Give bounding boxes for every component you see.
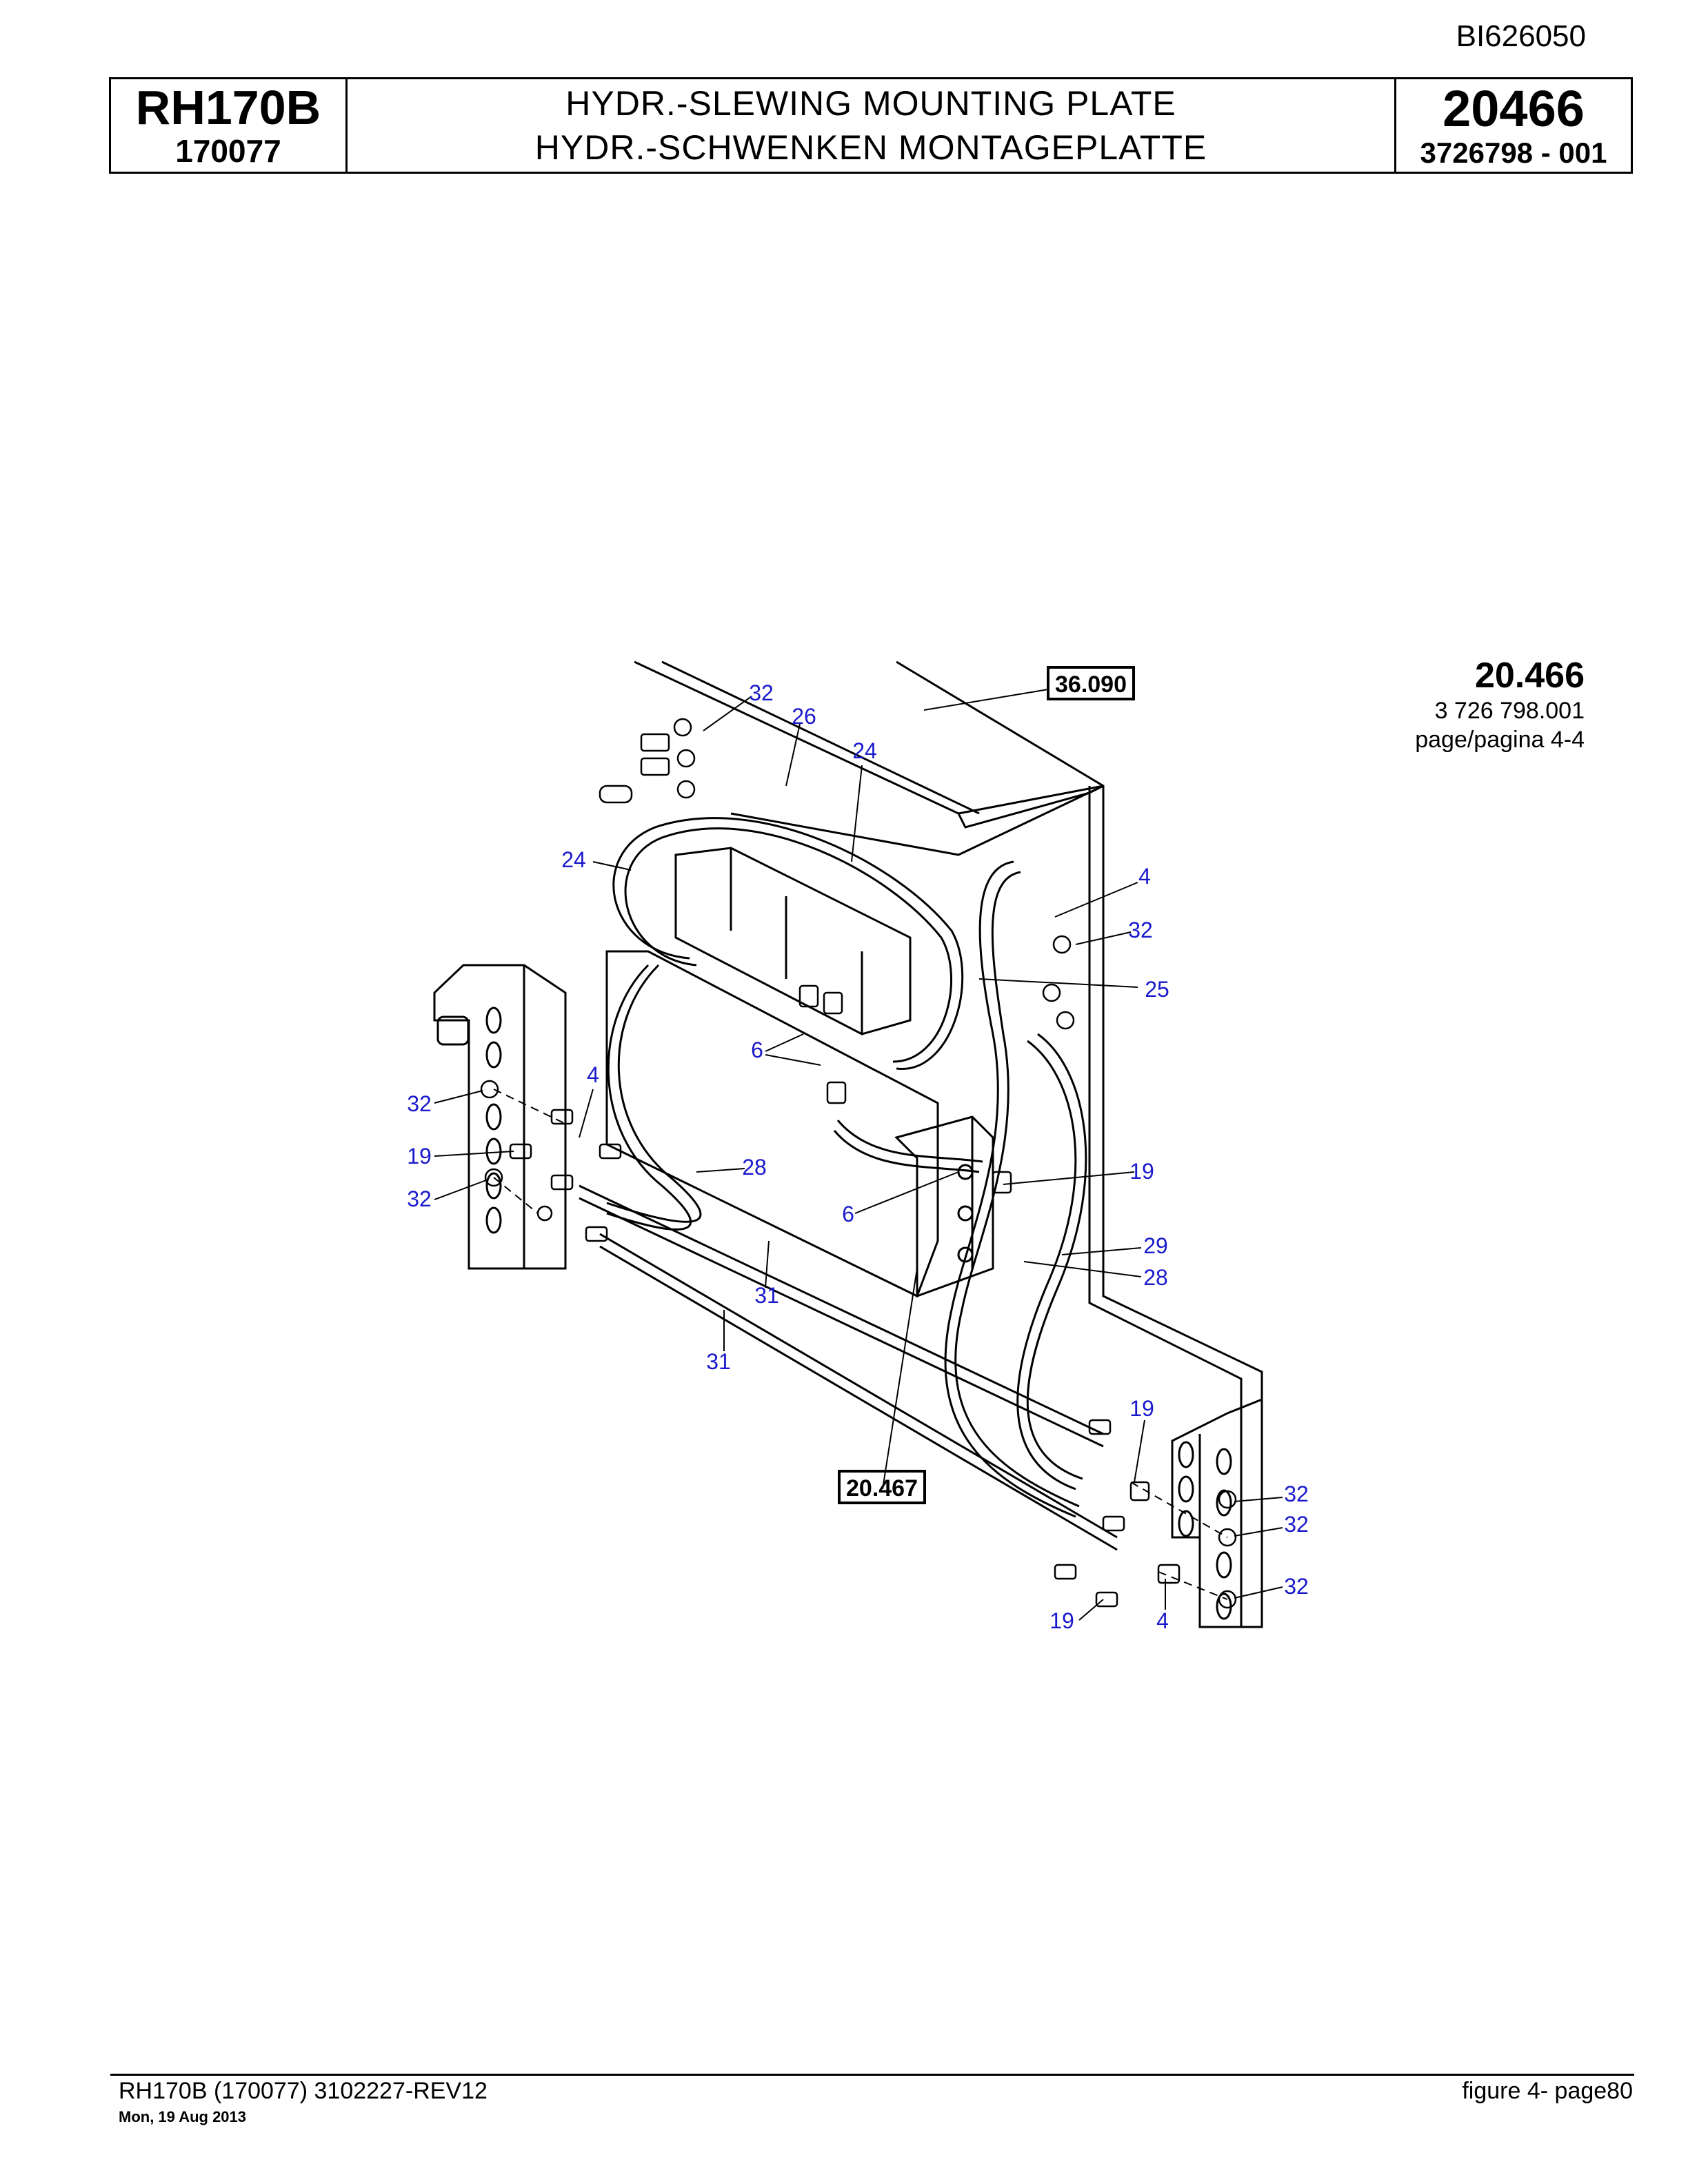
leader-lines xyxy=(434,689,1283,1621)
model-cell: RH170B 170077 xyxy=(111,79,348,172)
callout-4: 4 xyxy=(1156,1608,1169,1633)
callout-4: 4 xyxy=(587,1062,599,1087)
figure-ref: 20.466 xyxy=(1474,656,1585,696)
model-name: RH170B xyxy=(135,81,321,134)
rigid-tubes xyxy=(579,1184,1118,1551)
callout-32: 32 xyxy=(1284,1512,1309,1537)
title-block: RH170B 170077 HYDR.-SLEWING MOUNTING PLA… xyxy=(109,77,1633,174)
figure-reference-block: 20.466 3 726 798.001 page/pagina 4-4 xyxy=(1415,655,1585,754)
callout-28: 28 xyxy=(1143,1265,1168,1290)
callout-28: 28 xyxy=(742,1155,767,1180)
footer-document-ref: RH170B (170077) 3102227-REV12 xyxy=(119,2078,488,2104)
callout-19: 19 xyxy=(1129,1396,1154,1421)
callout-19: 19 xyxy=(407,1144,432,1169)
ref-label-top: 36.090 xyxy=(1055,671,1127,698)
callout-6: 6 xyxy=(751,1038,763,1062)
title-german: HYDR.-SCHWENKEN MONTAGEPLATTE xyxy=(534,128,1207,167)
footer-date: Mon, 19 Aug 2013 xyxy=(119,2108,247,2125)
callout-29: 29 xyxy=(1143,1233,1168,1258)
callout-numbers: 32 26 24 24 4 32 25 6 32 4 19 28 32 6 19… xyxy=(407,680,1309,1633)
footer-divider xyxy=(110,2074,1634,2076)
document-id: BI626050 xyxy=(1456,19,1586,53)
callout-4: 4 xyxy=(1138,864,1151,889)
serial-number: 170077 xyxy=(175,133,281,169)
ref-label-bottom: 20.467 xyxy=(846,1475,918,1502)
callout-26: 26 xyxy=(792,704,816,729)
callout-24: 24 xyxy=(852,738,877,763)
callout-32: 32 xyxy=(1284,1574,1309,1599)
left-bracket xyxy=(433,964,567,1270)
callout-25: 25 xyxy=(1145,977,1169,1002)
callout-31: 31 xyxy=(754,1283,779,1308)
ref-box-bottom xyxy=(838,1470,926,1504)
title-english: HYDR.-SLEWING MOUNTING PLATE xyxy=(565,84,1176,123)
callout-32: 32 xyxy=(749,680,774,705)
right-bracket xyxy=(1171,1397,1263,1628)
footer-page-ref: figure 4- page80 xyxy=(1462,2078,1633,2104)
callout-6: 6 xyxy=(842,1202,854,1226)
callout-32: 32 xyxy=(1128,918,1153,942)
callout-24: 24 xyxy=(561,847,586,872)
page-number: 20466 xyxy=(1443,80,1585,137)
page-cell: 20466 3726798 - 001 xyxy=(1396,79,1631,172)
alignment-lines xyxy=(493,1089,1228,1600)
hydraulic-hoses xyxy=(606,817,1087,1518)
callout-32: 32 xyxy=(407,1186,432,1211)
part-number: 3726798 - 001 xyxy=(1420,136,1607,169)
callout-32: 32 xyxy=(407,1091,432,1116)
title-cell: HYDR.-SLEWING MOUNTING PLATE HYDR.-SCHWE… xyxy=(348,79,1396,172)
callout-19: 19 xyxy=(1049,1608,1074,1633)
figure-page: page/pagina 4-4 xyxy=(1415,727,1585,753)
figure-code: 3 726 798.001 xyxy=(1434,698,1585,724)
fittings xyxy=(480,718,1237,1609)
callout-32: 32 xyxy=(1284,1482,1309,1506)
mounting-plate-top xyxy=(634,660,1263,1627)
callout-19: 19 xyxy=(1129,1159,1154,1184)
ref-box-top xyxy=(1047,666,1135,700)
callout-31: 31 xyxy=(706,1349,731,1374)
